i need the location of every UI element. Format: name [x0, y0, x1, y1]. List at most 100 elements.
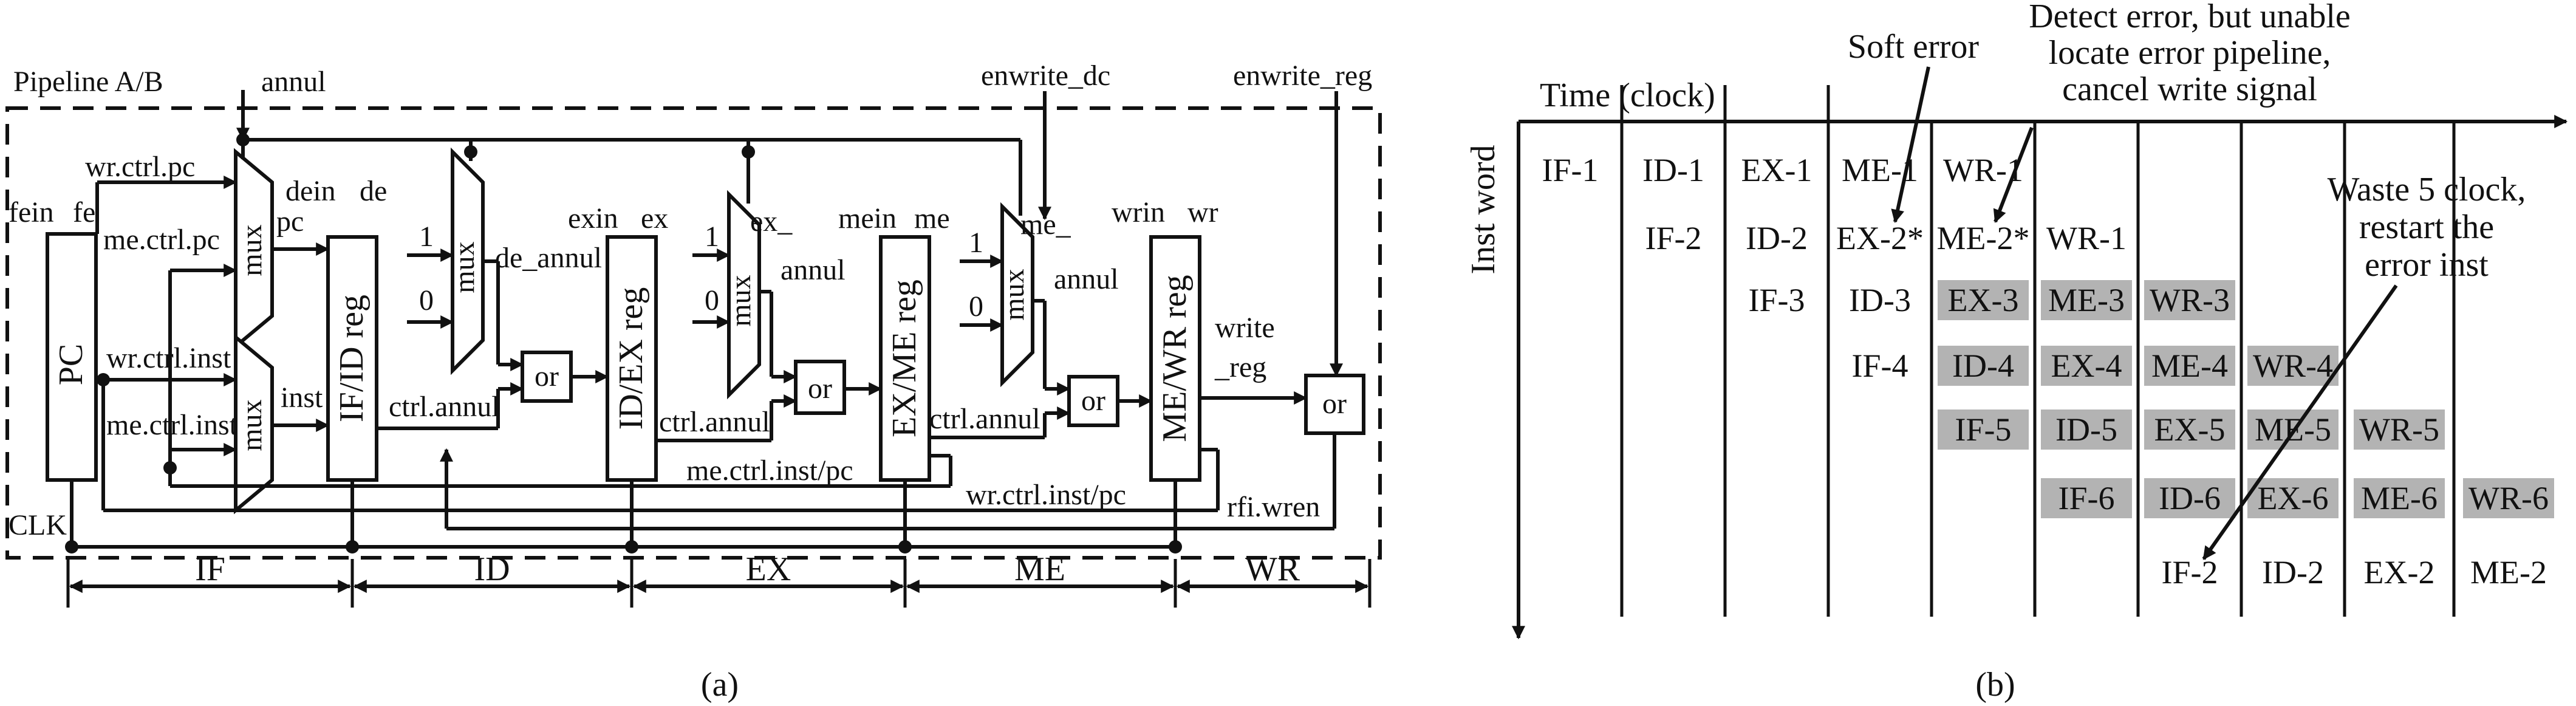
ex-zero-label: 0	[705, 284, 719, 317]
table-cell: ME-3	[2048, 282, 2125, 318]
table-cell: WR-3	[2150, 282, 2230, 318]
table-cell: WR-6	[2468, 480, 2549, 516]
mein-label: mein	[838, 202, 897, 235]
exme-label: EX/ME reg	[886, 279, 923, 437]
shaded-cell	[2041, 478, 2132, 518]
table-cell: EX-6	[2258, 480, 2329, 516]
ex-one-label: 1	[705, 221, 719, 253]
pc-mux	[234, 148, 274, 351]
de-label: de	[360, 175, 387, 207]
me-or-label: or	[1081, 385, 1105, 417]
shaded-cell	[2041, 280, 2132, 320]
me-ctrl-inst-pc-label: me.ctrl.inst/pc	[686, 454, 853, 487]
wr-ctrl-inst-pc-label: wr.ctrl.inst/pc	[966, 479, 1126, 511]
shaded-cell	[2354, 410, 2445, 450]
shaded-cell	[1938, 280, 2029, 320]
table-cell: IF-3	[1749, 282, 1805, 318]
de-or-gate	[521, 351, 573, 403]
shaded-cell	[2144, 346, 2235, 386]
table-cell: ID-4	[1952, 348, 2014, 384]
inst-out-label: inst	[281, 382, 323, 414]
shaded-cell	[2041, 346, 2132, 386]
detect-error-line-1: Detect error, but unable	[2029, 0, 2351, 35]
table-cell: ID-6	[2159, 480, 2221, 516]
wr-or-label: or	[1322, 388, 1347, 420]
ex-or-label: or	[808, 372, 832, 405]
ifid-label: IF/ID reg	[333, 295, 371, 422]
pc-out-label: pc	[276, 205, 304, 238]
table-cell: EX-2*	[1836, 220, 1924, 256]
table-cell: EX-4	[2051, 348, 2122, 384]
table-cell: IF-6	[2058, 480, 2115, 516]
me-mux-label: mux	[998, 269, 1030, 320]
stage-id: ID	[474, 550, 510, 588]
table-cell: ID-2	[2262, 554, 2324, 591]
fein-label: fein	[9, 196, 54, 228]
enwrite-dc-label: enwrite_dc	[981, 60, 1110, 92]
de-zero-label: 0	[419, 284, 434, 317]
clock-dividers	[1620, 85, 2456, 617]
wr-label: wr	[1187, 196, 1218, 228]
table-cell: IF-1	[1542, 152, 1599, 188]
shaded-cell	[2041, 410, 2132, 450]
wr-ctrl-pc-label: wr.ctrl.pc	[85, 151, 195, 183]
ex-annul-label-2: annul	[781, 254, 846, 286]
stage-wr: WR	[1245, 550, 1300, 588]
me-one-label: 1	[969, 227, 983, 259]
table-cell: ME-4	[2151, 348, 2228, 384]
waste-line-1: Waste 5 clock,	[2328, 171, 2526, 208]
table-cell: EX-5	[2154, 411, 2226, 448]
table-cell: IF-4	[1852, 348, 1908, 384]
table-cell: IF-2	[2162, 554, 2218, 591]
exme-register	[879, 235, 931, 482]
me-annul-label-1: me_	[1020, 208, 1071, 241]
ex-or-gate	[794, 360, 846, 415]
ex-mux-label: mux	[725, 275, 757, 326]
wrin-label: wrin	[1112, 196, 1165, 228]
me-ctrl-pc-label: me.ctrl.pc	[103, 224, 220, 256]
shaded-cell	[1938, 410, 2029, 450]
dein-label: dein	[285, 175, 336, 207]
waste-line-2: restart the	[2359, 208, 2494, 246]
de-ctrl-annul-label: ctrl.annul	[389, 391, 500, 423]
me-annul-label-2: annul	[1054, 263, 1119, 295]
ex-annul-label-1: ex_	[750, 205, 793, 238]
caption-a: (a)	[701, 666, 739, 704]
me-zero-label: 0	[969, 290, 983, 323]
shaded-cell	[2144, 280, 2235, 320]
mewr-label: ME/WR reg	[1156, 275, 1194, 442]
inst-word-label: Inst word	[1464, 145, 1502, 274]
table-cell: ID-5	[2055, 411, 2117, 448]
table-cell: ME-6	[2361, 480, 2438, 516]
stage-me: ME	[1014, 550, 1065, 588]
idex-label: ID/EX reg	[612, 287, 650, 430]
ifid-register	[326, 235, 378, 482]
detect-error-line-2: locate error pipeline,	[2049, 34, 2331, 72]
shaded-cell	[2247, 478, 2339, 518]
rfi-wren-label: rfi.wren	[1227, 491, 1320, 523]
de-mux-label: mux	[448, 241, 480, 293]
stage-ruler: IF ID EX ME WR	[66, 550, 1372, 608]
pc-mux-label: mux	[236, 224, 268, 276]
inst-mux-label: mux	[236, 399, 268, 451]
table-cell: IF-5	[1955, 411, 2012, 448]
shaded-cell	[2354, 478, 2445, 518]
table-cell: EX-1	[1741, 152, 1812, 188]
wr-ctrl-inst-label: wr.ctrl.inst	[106, 342, 231, 374]
table-cell: EX-3	[1948, 282, 2019, 318]
me-ctrl-inst-label: me.ctrl.inst	[106, 409, 238, 441]
fe-label: fe	[73, 196, 95, 228]
de-annul-label: de_annul	[495, 242, 602, 274]
table-cell: IF-2	[1645, 220, 1702, 256]
exin-label: exin	[568, 202, 618, 235]
pc-register	[46, 232, 98, 482]
table-cell: WR-1	[2046, 220, 2127, 256]
pc-label: PC	[52, 344, 90, 386]
de-or-label: or	[535, 360, 559, 392]
caption-b: (b)	[1975, 666, 2015, 704]
panel-a: Pipeline A/B annul enwrite_dc enwrite_re…	[5, 60, 1382, 704]
write-reg-label-2: _reg	[1214, 351, 1266, 383]
pipeline-label: Pipeline A/B	[13, 66, 163, 98]
ex-label: ex	[641, 202, 668, 235]
